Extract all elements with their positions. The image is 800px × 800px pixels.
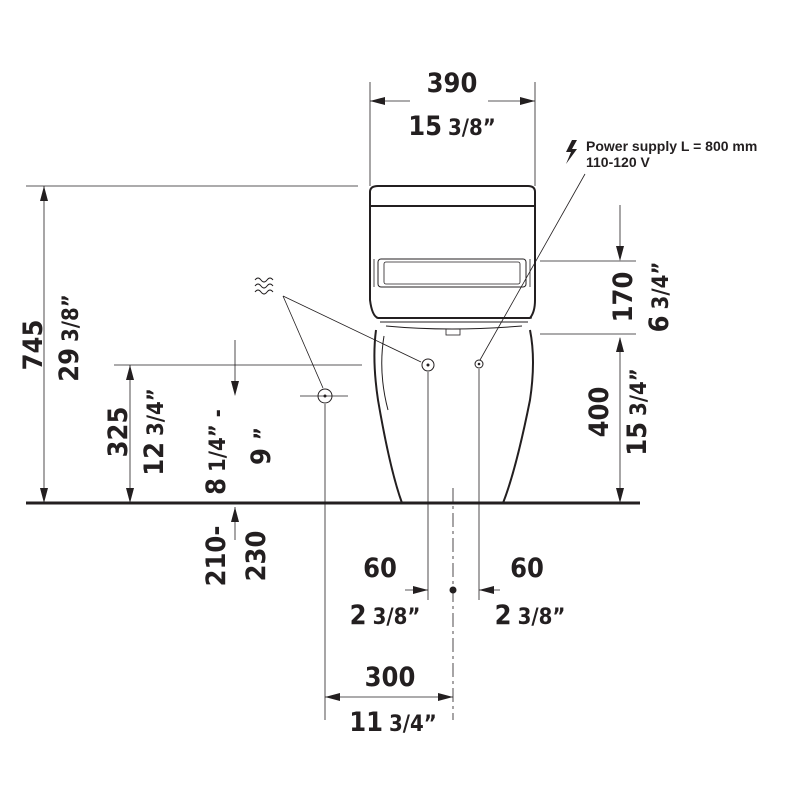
power-supply-label: Power supply L = 800 mm (586, 138, 757, 154)
inlet-drop-dimension: 81/4” - 9” (201, 340, 348, 495)
overall-height-in: 293/8” (54, 294, 85, 382)
outlet-depth-dimension: 210- 230 (201, 507, 272, 586)
water-inlet-center (421, 358, 435, 372)
center-point (449, 586, 457, 594)
overall-height-mm: 745 (18, 320, 49, 371)
inlet-height-mm: 325 (103, 407, 134, 458)
top-width-mm: 390 (427, 68, 478, 99)
supply-height-dimension: 400 153/4” (584, 368, 653, 503)
seat-height-mm: 170 (608, 272, 639, 323)
overall-height-dimension: 745 293/8” (18, 185, 358, 503)
supply-height-mm: 400 (584, 387, 615, 438)
toilet-outline (369, 185, 536, 504)
outlet-depth-b: 230 (241, 531, 272, 582)
water-connection (254, 277, 435, 720)
supply-height-in: 153/4” (622, 368, 653, 456)
right-offset-mm: 60 (510, 553, 544, 584)
power-connection-point (474, 359, 484, 369)
water-inlet-left (317, 388, 333, 404)
inlet-drop-b: 9” (246, 427, 277, 465)
seat-height-in: 63/4” (644, 262, 675, 333)
outlet-depth-a: 210- (201, 526, 232, 587)
seat-height-dimension: 170 63/4” (540, 205, 675, 500)
inlet-height-dimension: 325 123/4” (103, 364, 362, 503)
water-symbol-icon (254, 277, 274, 295)
lightning-icon (566, 140, 577, 164)
left-offset-mm: 60 (363, 553, 397, 584)
inlet-height-in: 123/4” (139, 388, 170, 476)
inlet-drop-a: 81/4” - (201, 409, 232, 495)
inlet-offset-mm: 300 (365, 662, 416, 693)
power-supply: Power supply L = 800 mm 110-120 V (474, 138, 757, 369)
power-voltage-label: 110-120 V (586, 154, 650, 170)
